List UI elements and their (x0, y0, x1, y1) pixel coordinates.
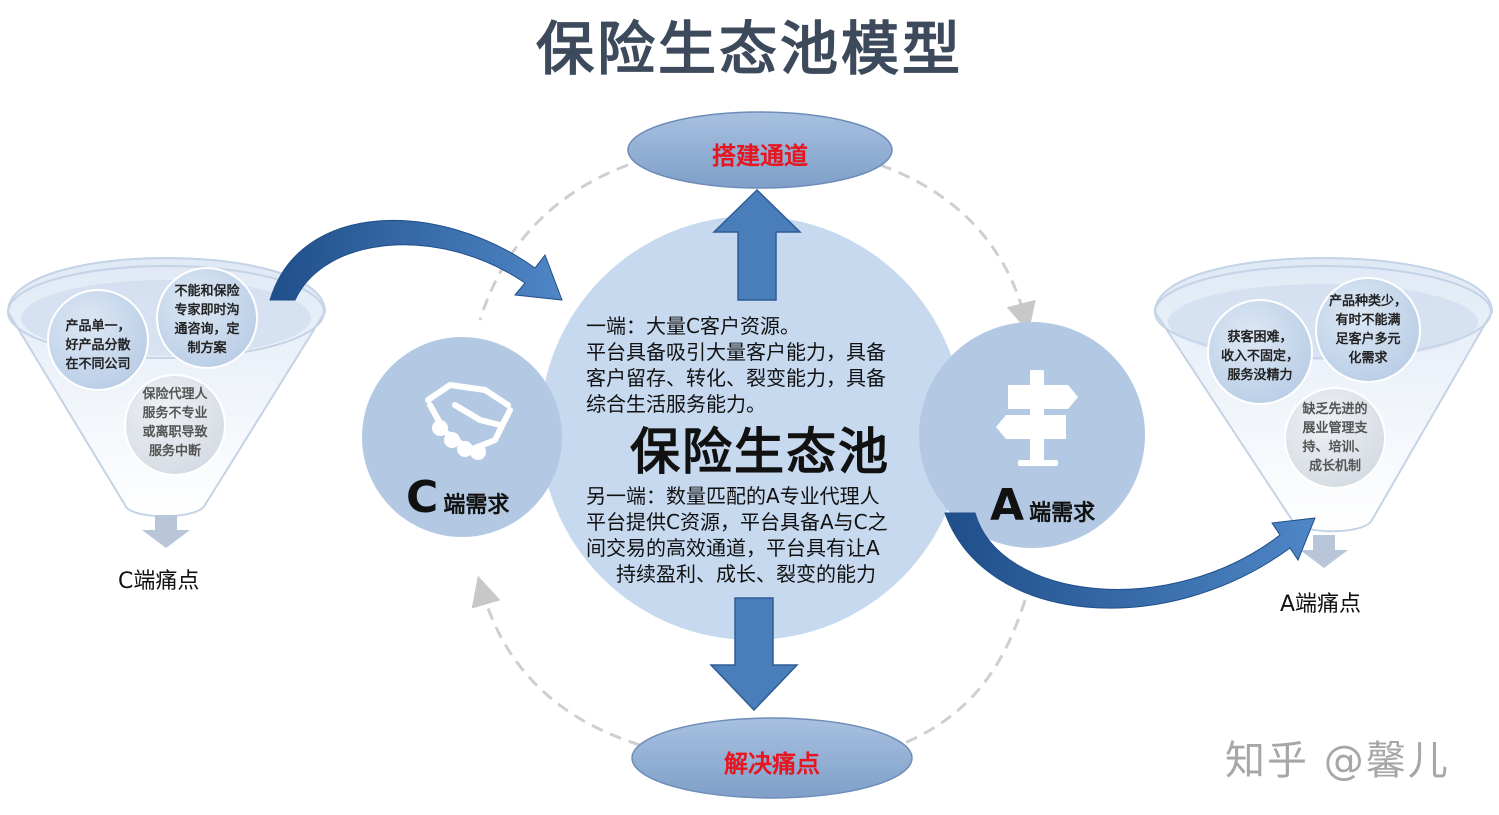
up-block-arrow (712, 188, 802, 301)
bubble-line: 保险代理人 (142, 387, 208, 402)
c-demand-label: C 端需求 (406, 472, 509, 523)
bottom-oval (631, 717, 913, 799)
dashed-arc-bottom-right (899, 599, 1027, 747)
bubble-line: 收入不固定， (1220, 349, 1299, 364)
a-bubble-1-text: 获客困难， 收入不固定， 服务没精力 (1210, 328, 1310, 385)
center-lower-line: 另一端：数量匹配的A专业代理人 (586, 484, 880, 508)
bubble-line: 通咨询，定 (174, 322, 240, 337)
top-oval (627, 111, 893, 189)
a-bubble-3-text: 缺乏先进的 展业管理支 持、培训、 成长机制 (1285, 400, 1385, 476)
bubble-line: 有时不能满 (1335, 313, 1401, 328)
c-demand-circle (362, 337, 562, 537)
center-upper-line: 客户留存、转化、裂变能力，具备 (586, 366, 886, 390)
a-demand-label: A 端需求 (990, 480, 1095, 531)
center-upper-line: 一端：大量C客户资源。 (586, 314, 800, 338)
center-to-a-curved-arrow (944, 512, 1316, 609)
a-pain-label: A端痛点 (1280, 592, 1362, 617)
c-bubble-1 (47, 289, 149, 391)
center-title: 保险生态池 (630, 423, 890, 481)
c-bubble-3 (124, 374, 226, 476)
bubble-line: 专家即时沟 (174, 303, 240, 318)
top-oval-label: 搭建通道 (712, 142, 808, 170)
center-lower-line: 间交易的高效通道，平台具有让A (586, 536, 880, 560)
bubble-line: 成长机制 (1308, 459, 1361, 474)
c-pain-label: C端痛点 (118, 569, 200, 594)
bubble-line: 制方案 (187, 341, 227, 356)
center-upper-line: 平台具备吸引大量客户能力，具备 (586, 340, 886, 364)
bubble-line: 服务不专业 (142, 406, 208, 421)
c-funnel (6, 257, 327, 548)
bubble-line: 产品种类少， (1328, 294, 1407, 309)
down-block-arrow (709, 597, 799, 712)
c-bubble-2-text: 不能和保险 专家即时沟 通咨询，定 制方案 (157, 282, 257, 358)
a-demand-text: 端需求 (1029, 501, 1096, 526)
a-bubble-1 (1207, 299, 1313, 405)
bubble-line: 不能和保险 (174, 284, 240, 299)
a-bubble-2 (1315, 277, 1421, 383)
c-pain-arrow-icon (142, 515, 190, 548)
handshake-icon (425, 382, 513, 460)
bubble-line: 持、培训、 (1302, 440, 1368, 455)
dashed-arc-top-right (879, 163, 1036, 333)
bubble-line: 服务中断 (148, 444, 201, 459)
signpost-icon (996, 370, 1078, 466)
center-upper-text: 一端：大量C客户资源。 平台具备吸引大量客户能力，具备 客户留存、转化、裂变能力… (586, 313, 886, 417)
bubble-line: 化需求 (1348, 351, 1388, 366)
a-funnel (1153, 257, 1494, 568)
center-upper-line: 综合生活服务能力。 (586, 392, 766, 416)
watermark: 知乎 @馨儿 (1225, 738, 1450, 784)
a-bubble-3 (1284, 387, 1386, 489)
a-pain-arrow-icon (1300, 535, 1348, 568)
c-bubble-1-text: 产品单一， 好产品分散 在不同公司 (48, 317, 148, 374)
center-circle (540, 216, 964, 640)
bubble-line: 或离职导致 (142, 425, 208, 440)
dashed-cycle (471, 163, 1036, 747)
c-bubble-2 (156, 267, 258, 369)
c-to-center-curved-arrow (269, 219, 563, 301)
bubble-line: 获客困难， (1227, 330, 1293, 345)
dashed-arc-top-left (478, 163, 629, 321)
c-bubble-3-text: 保险代理人 服务不专业 或离职导致 服务中断 (125, 385, 225, 461)
center-lower-text: 另一端：数量匹配的A专业代理人 平台提供C资源，平台具备A与C之 间交易的高效通… (586, 483, 888, 587)
bubble-line: 在不同公司 (65, 357, 131, 372)
center-lower-line: 持续盈利、成长、裂变的能力 (616, 562, 876, 586)
a-bubble-2-text: 产品种类少， 有时不能满 足客户多元 化需求 (1318, 292, 1418, 368)
bubble-line: 好产品分散 (65, 338, 131, 353)
bubble-line: 服务没精力 (1227, 368, 1293, 383)
bottom-oval-label: 解决痛点 (724, 750, 820, 778)
bubble-line: 足客户多元 (1335, 332, 1401, 347)
c-funnel-rim (7, 265, 325, 359)
bubble-line: 缺乏先进的 (1302, 402, 1368, 417)
bubble-line: 展业管理支 (1302, 421, 1368, 436)
center-lower-line: 平台提供C资源，平台具备A与C之 (586, 510, 888, 534)
c-demand-text: 端需求 (443, 493, 510, 518)
bubble-line: 产品单一， (65, 319, 131, 334)
dashed-arc-bottom-left (471, 575, 641, 747)
page-title: 保险生态池模型 (535, 15, 963, 83)
c-demand-letter: C (406, 472, 439, 523)
a-demand-letter: A (990, 480, 1025, 531)
